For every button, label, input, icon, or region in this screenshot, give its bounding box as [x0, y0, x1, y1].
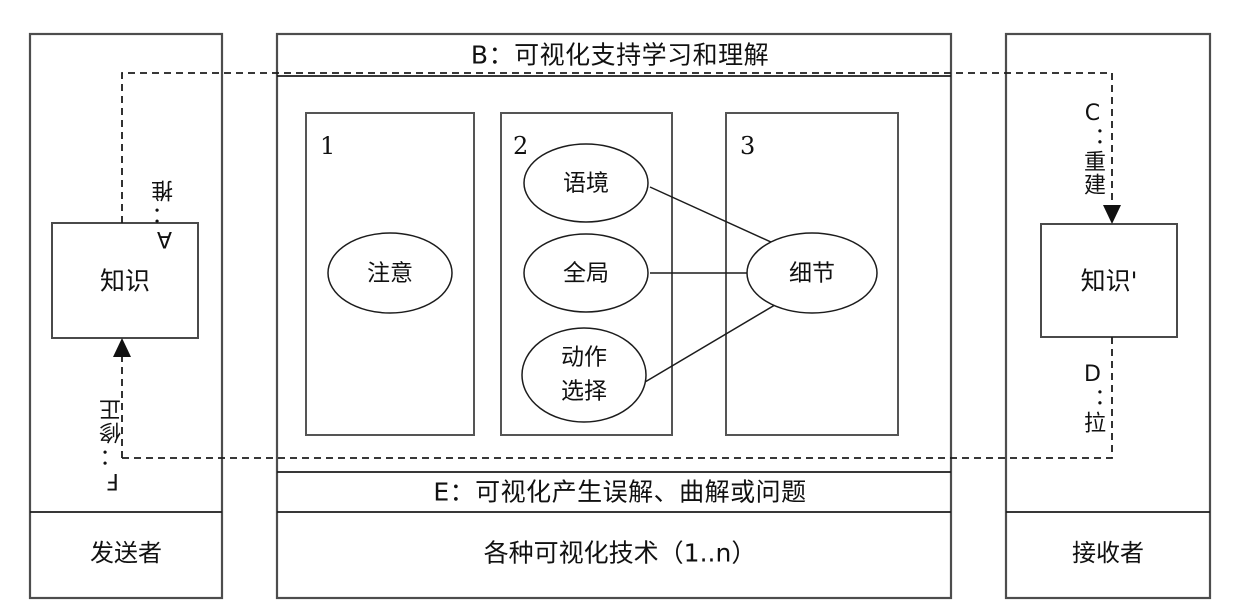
node-detail-label: 细节 [789, 260, 835, 287]
node-attention [327, 232, 453, 314]
node-action-selection-label-line1: 动作 [561, 344, 607, 371]
flow-c-arrowhead [1103, 205, 1121, 224]
stage-3-number: 3 [740, 132, 756, 160]
sender-knowledge-box [51, 222, 199, 339]
node-detail [746, 232, 878, 314]
stage-2-number: 2 [513, 132, 529, 160]
receiver-knowledge-box [1040, 223, 1178, 338]
node-context [523, 143, 649, 223]
center-top-band-label: B：可视化支持学习和理解 [470, 40, 770, 70]
stage-1-number: 1 [320, 132, 336, 160]
center-panel-frame [275, 32, 953, 600]
flow-c-rebuild-label: C：重建 [1079, 100, 1105, 196]
flow-a-push-label: A：推 [152, 179, 177, 251]
receiver-role-label: 接收者 [1072, 538, 1144, 567]
receiver-panel-frame [1004, 32, 1212, 600]
center-footer-label: 各种可视化技术（1..n） [483, 538, 757, 568]
node-action-selection-label-line2: 选择 [561, 378, 607, 405]
node-action-selection [521, 327, 647, 423]
node-global-label: 全局 [563, 260, 609, 287]
node-context-label: 语境 [563, 170, 609, 197]
receiver-knowledge-label: 知识' [1080, 266, 1138, 296]
flow-a-push-path [121, 72, 1112, 223]
sender-role-label: 发送者 [90, 538, 162, 567]
node-attention-label: 注意 [367, 260, 413, 287]
center-bottom-band-label: E：可视化产生误解、曲解或问题 [433, 477, 807, 507]
flow-f-correct-label: F：修正 [100, 398, 125, 494]
stage-3-box [725, 112, 899, 436]
flow-f-arrowhead [113, 338, 131, 357]
flow-d-pull-path [122, 337, 1113, 459]
flow-d-pull-label: D：拉 [1079, 362, 1105, 434]
sender-panel-frame [28, 32, 224, 600]
stage-2-box [500, 112, 673, 436]
stage-1-box [305, 112, 475, 436]
link-action-to-detail [644, 295, 791, 383]
node-global [523, 233, 649, 313]
sender-knowledge-label: 知识 [99, 266, 151, 296]
